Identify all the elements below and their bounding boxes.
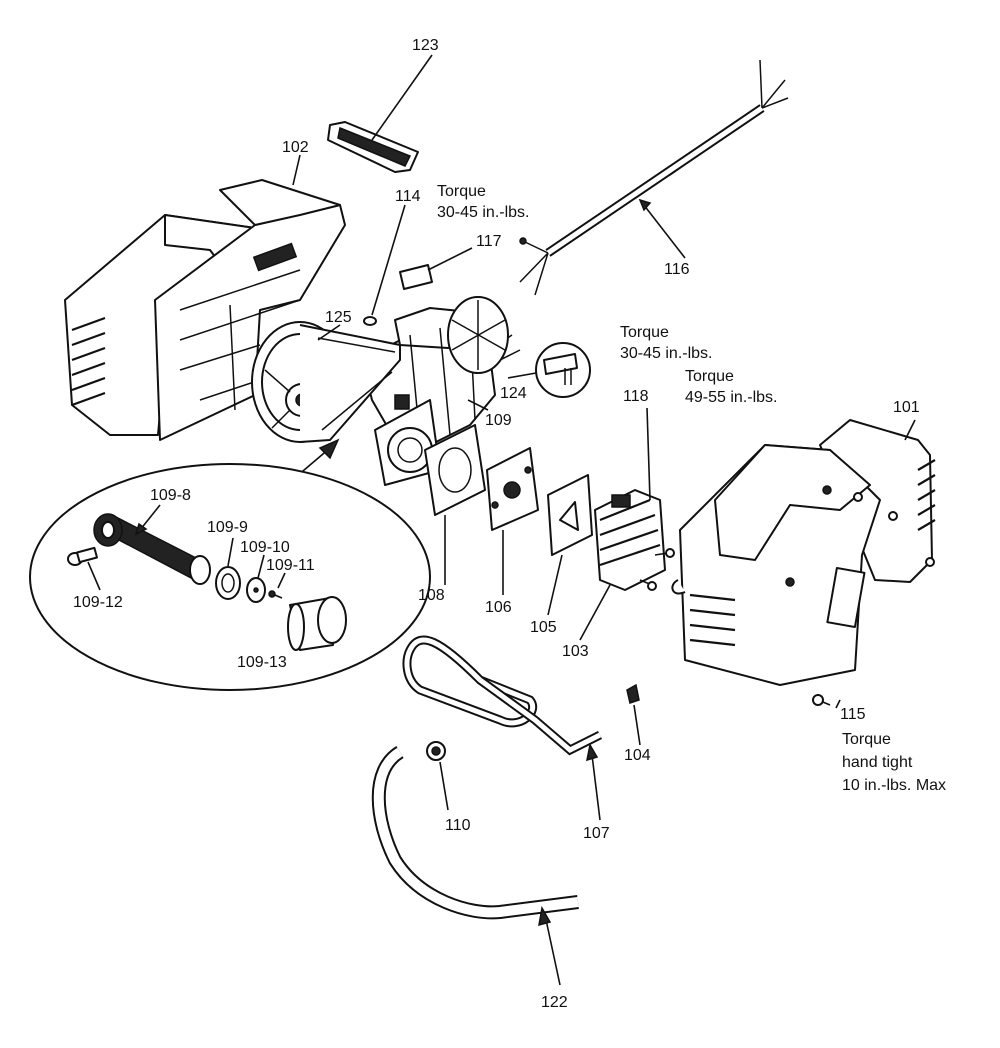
part-101-right-shroud bbox=[671, 419, 936, 686]
callout-109-10: 109-10 bbox=[240, 539, 290, 556]
part-116-power-cord bbox=[519, 59, 789, 296]
callout-109-9: 109-9 bbox=[207, 519, 248, 536]
callout-109-12: 109-12 bbox=[73, 594, 123, 611]
exploded-detail-109 bbox=[29, 438, 431, 691]
part-109-8-connecting-rod bbox=[93, 504, 211, 585]
callout-114: 114 bbox=[395, 188, 421, 205]
callout-123: 123 bbox=[412, 37, 439, 54]
callout-125: 125 bbox=[325, 309, 352, 326]
torque-note-shroud-line2: hand tight bbox=[842, 754, 913, 771]
part-104-clip bbox=[626, 683, 641, 746]
callout-labels: 101 102 103 104 105 106 107 108 109 109-… bbox=[73, 37, 920, 1011]
callout-116: 116 bbox=[664, 261, 690, 278]
torque-note-cord-line2: 30-45 in.-lbs. bbox=[437, 204, 530, 221]
callout-109: 109 bbox=[485, 412, 512, 429]
torque-note-bolts-line1: Torque bbox=[685, 368, 734, 385]
part-124-detail bbox=[507, 342, 591, 398]
torque-note-head-line1: Torque bbox=[620, 324, 669, 341]
part-123-handle bbox=[327, 54, 433, 173]
part-118-screws bbox=[639, 407, 675, 591]
torque-note-shroud-line1: Torque bbox=[842, 731, 891, 748]
torque-note-shroud-line3: 10 in.-lbs. Max bbox=[842, 777, 946, 794]
part-115-screw bbox=[812, 694, 841, 709]
part-109-9-ring bbox=[215, 537, 241, 600]
torque-note-head-line2: 30-45 in.-lbs. bbox=[620, 345, 713, 362]
part-122-hose bbox=[371, 746, 579, 986]
part-107-tube bbox=[402, 635, 603, 821]
torque-note-cord-line1: Torque bbox=[437, 183, 486, 200]
callout-109-8: 109-8 bbox=[150, 487, 191, 504]
callout-107: 107 bbox=[583, 825, 610, 842]
part-109-10-disc bbox=[246, 554, 266, 603]
callout-103: 103 bbox=[562, 643, 589, 660]
part-109-11-screw bbox=[268, 572, 286, 599]
part-109-13-sleeve bbox=[287, 596, 347, 651]
callout-101: 101 bbox=[893, 399, 920, 416]
callout-106: 106 bbox=[485, 599, 512, 616]
part-109-12-pin bbox=[67, 546, 101, 591]
part-103-cylinder-head bbox=[579, 489, 666, 641]
callout-124: 124 bbox=[500, 385, 527, 402]
callout-118: 118 bbox=[623, 388, 649, 405]
callout-117: 117 bbox=[476, 233, 502, 250]
callout-115: 115 bbox=[840, 706, 866, 723]
part-110-fitting bbox=[426, 741, 449, 811]
part-125-pulley bbox=[251, 321, 401, 443]
part-106-valve-plate bbox=[486, 447, 539, 595]
callout-105: 105 bbox=[530, 619, 557, 636]
torque-notes: Torque 30-45 in.-lbs. Torque 30-45 in.-l… bbox=[437, 183, 946, 794]
part-102-left-shroud bbox=[64, 154, 346, 441]
callout-108: 108 bbox=[418, 587, 445, 604]
callout-104: 104 bbox=[624, 747, 651, 764]
callout-110: 110 bbox=[445, 817, 471, 834]
part-114-clip bbox=[363, 204, 406, 326]
part-117-pad bbox=[399, 247, 473, 290]
part-108-gasket bbox=[424, 424, 486, 585]
torque-note-bolts-line2: 49-55 in.-lbs. bbox=[685, 389, 778, 406]
callout-102: 102 bbox=[282, 139, 309, 156]
part-105-gasket bbox=[547, 474, 593, 616]
callout-122: 122 bbox=[541, 994, 568, 1011]
callout-109-13: 109-13 bbox=[237, 654, 287, 671]
callout-109-11: 109-11 bbox=[266, 557, 315, 574]
